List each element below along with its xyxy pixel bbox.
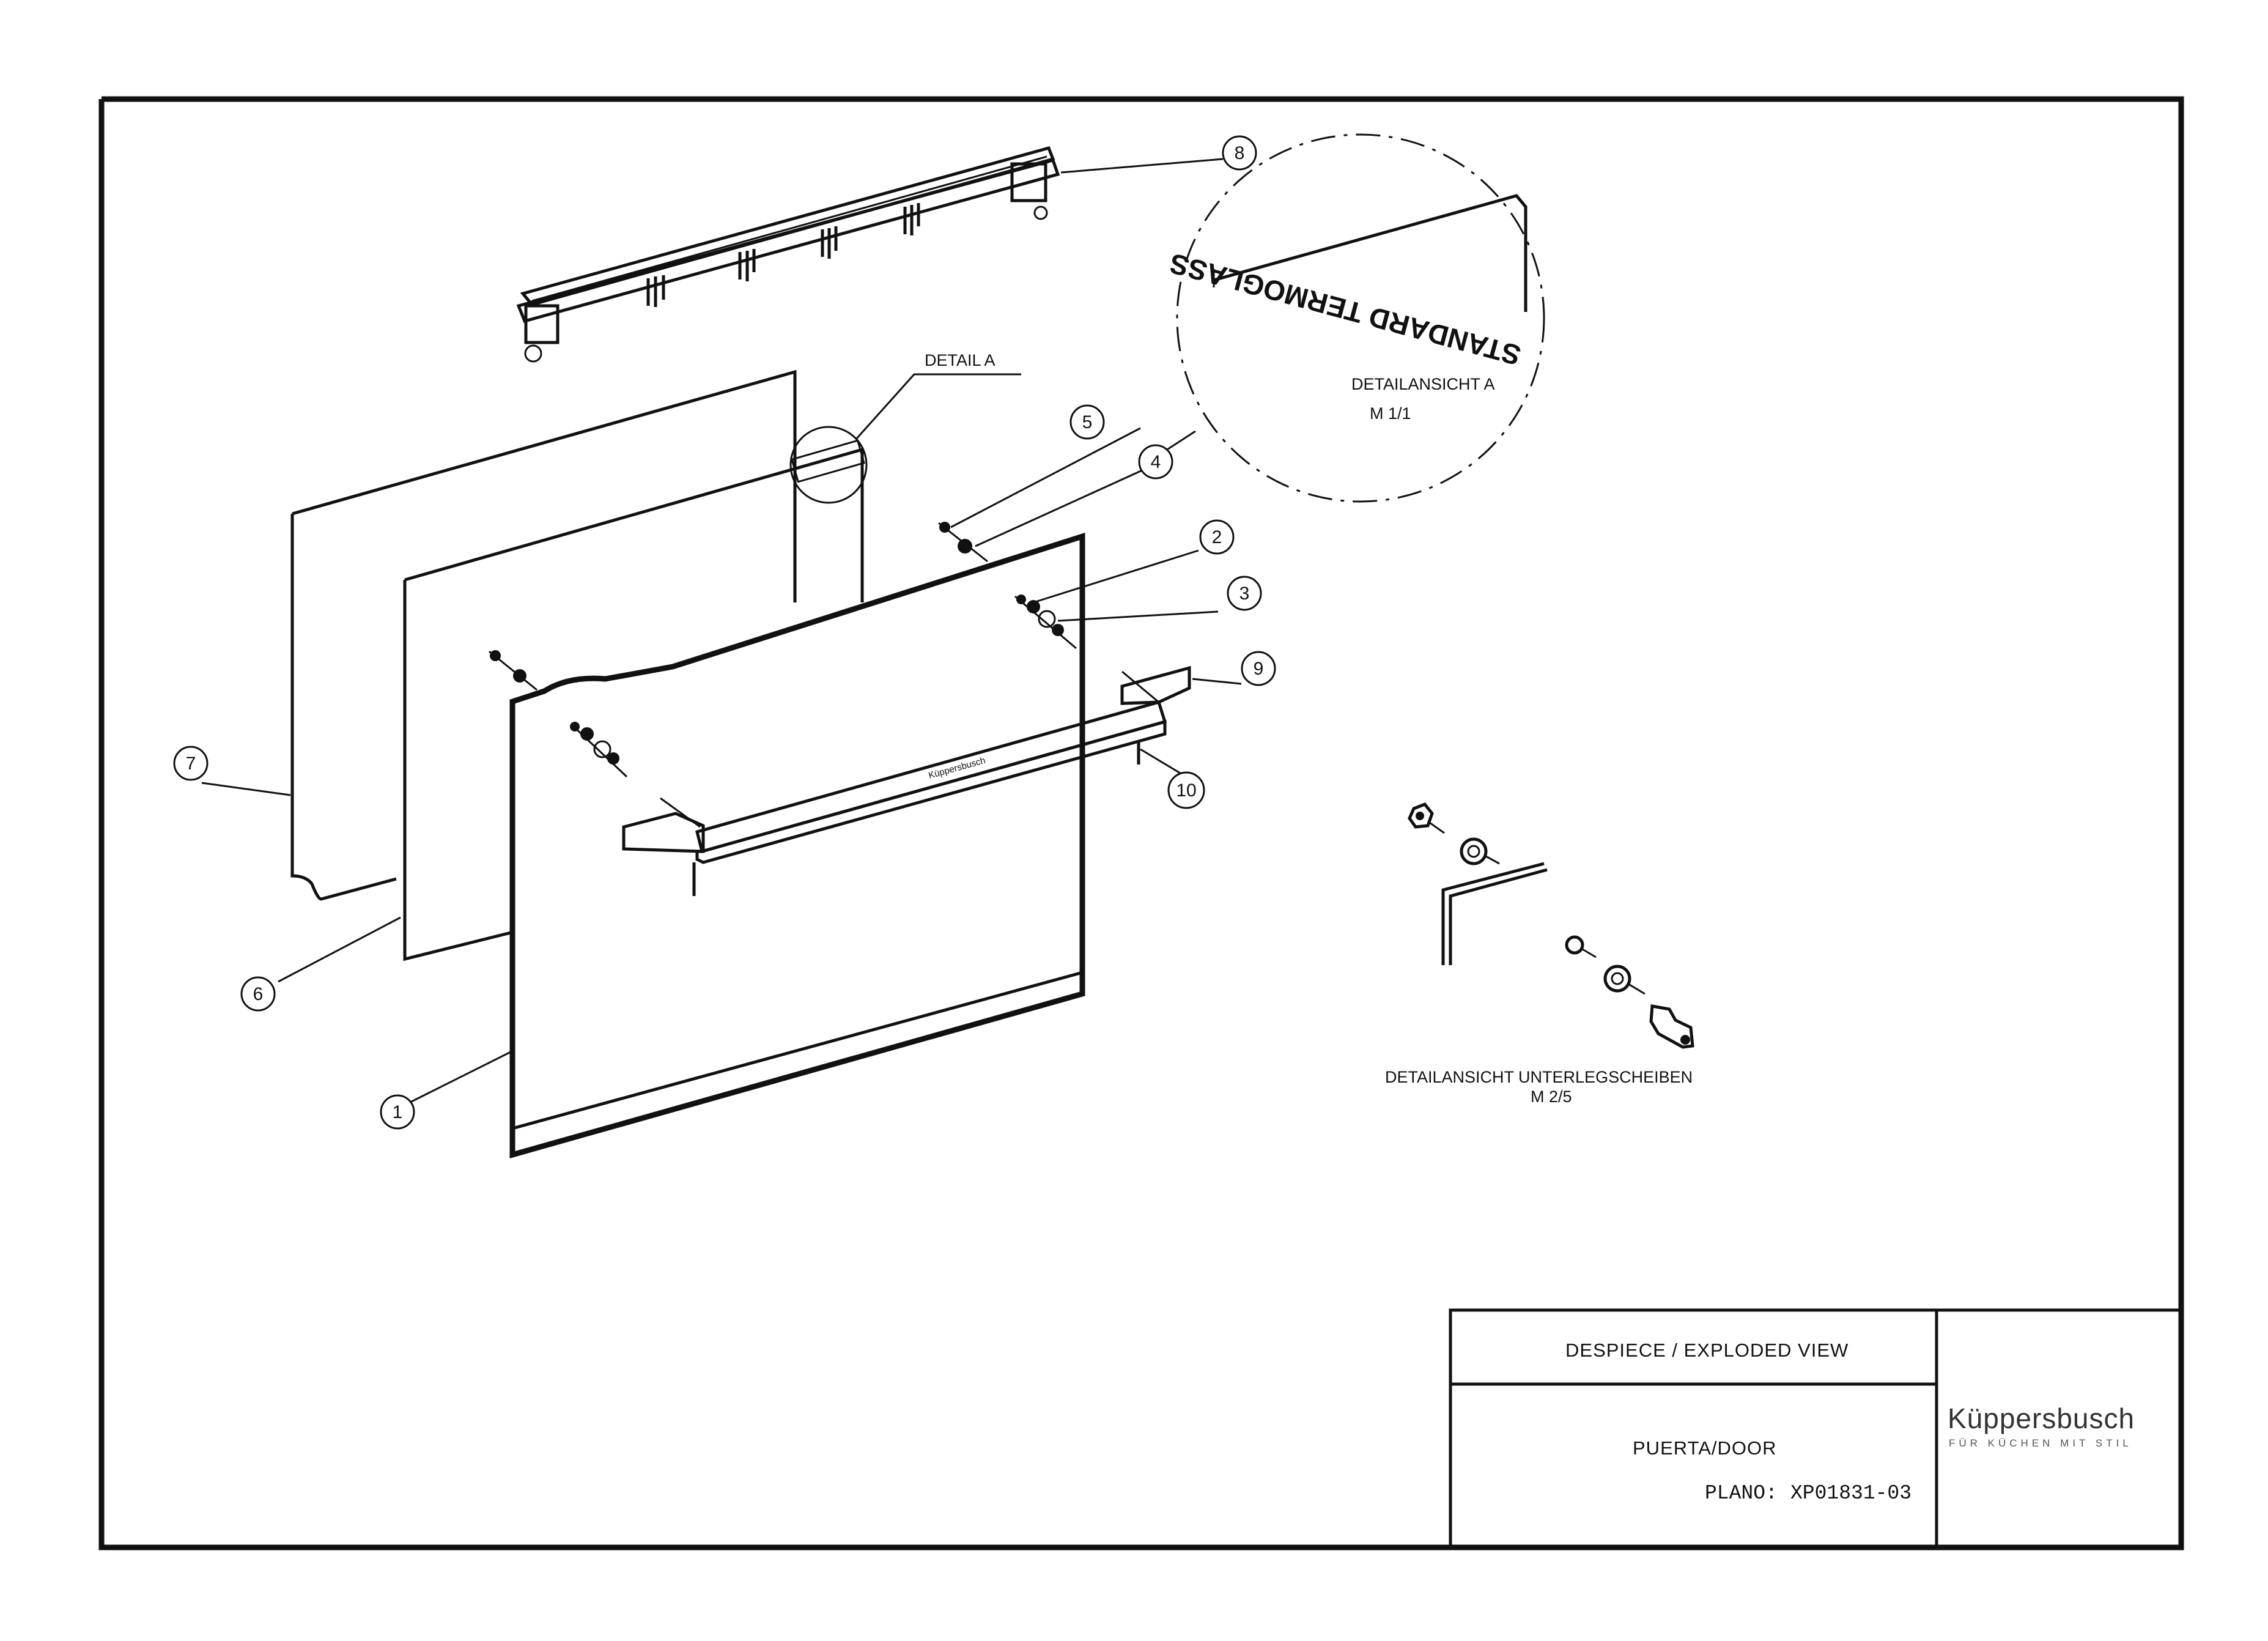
svg-text:9: 9 bbox=[1254, 659, 1264, 679]
balloon-1: 1 bbox=[380, 1094, 415, 1130]
balloon-8: 8 bbox=[1222, 135, 1257, 171]
door-handle-bar: Küppersbusch bbox=[622, 665, 1191, 896]
svg-text:7: 7 bbox=[186, 754, 196, 774]
detail-view-a: STANDARD TERMOGLASS DETAILANSICHT A M 1/… bbox=[1166, 133, 1545, 503]
detail-stamp-text: STANDARD TERMOGLASS bbox=[1166, 247, 1524, 371]
plano-number: XP01831-03 bbox=[1790, 1482, 1912, 1505]
washer-detail-view: DETAILANSICHT UNTERLEGSCHEIBEN M 2/5 bbox=[1385, 802, 1694, 1106]
balloon-4: 4 bbox=[1138, 444, 1173, 480]
balloon-leaders bbox=[201, 158, 1242, 1105]
fastener-set-left bbox=[489, 650, 628, 778]
svg-text:3: 3 bbox=[1239, 583, 1250, 604]
detail-a-callout: DETAIL A bbox=[789, 351, 1021, 504]
middle-glass-panel bbox=[403, 439, 865, 961]
drawing-frame bbox=[98, 96, 2184, 1550]
svg-text:8: 8 bbox=[1235, 143, 1245, 163]
washer-detail-title: DETAILANSICHT UNTERLEGSCHEIBEN bbox=[1385, 1068, 1693, 1086]
balloon-2: 2 bbox=[1199, 519, 1235, 555]
svg-text:5: 5 bbox=[1082, 412, 1093, 432]
top-trim-strip-part bbox=[516, 146, 1060, 363]
detail-a-label: DETAIL A bbox=[925, 351, 995, 369]
front-door-panel bbox=[509, 532, 1085, 1158]
view-title: DESPIECE / EXPLODED VIEW bbox=[1565, 1339, 1849, 1361]
detail-a-scale: M 1/1 bbox=[1370, 404, 1411, 423]
plano-label: PLANO: bbox=[1705, 1482, 1778, 1505]
detail-a-view-title: DETAILANSICHT A bbox=[1351, 375, 1495, 393]
balloon-5: 5 bbox=[1069, 404, 1105, 440]
balloon-9: 9 bbox=[1241, 651, 1276, 686]
brand-logo-name: Küppersbusch bbox=[1948, 1402, 2135, 1434]
svg-text:4: 4 bbox=[1151, 452, 1161, 472]
svg-text:10: 10 bbox=[1176, 780, 1196, 801]
brand-logo: Küppersbusch FÜR KÜCHEN MIT STIL bbox=[1948, 1402, 2135, 1449]
balloon-10: 10 bbox=[1167, 771, 1205, 809]
balloon-3: 3 bbox=[1227, 576, 1262, 611]
balloon-6: 6 bbox=[240, 976, 276, 1012]
rear-glass-panel bbox=[290, 369, 797, 901]
balloon-7: 7 bbox=[173, 746, 209, 781]
svg-text:6: 6 bbox=[253, 984, 264, 1004]
brand-logo-tagline: FÜR KÜCHEN MIT STIL bbox=[1949, 1437, 2132, 1449]
svg-text:1: 1 bbox=[393, 1102, 403, 1122]
svg-text:2: 2 bbox=[1212, 527, 1222, 547]
fastener-set-right bbox=[938, 522, 1077, 650]
title-block: DESPIECE / EXPLODED VIEW PUERTA/DOOR PLA… bbox=[1449, 1308, 2183, 1549]
part-name: PUERTA/DOOR bbox=[1633, 1437, 1777, 1459]
washer-detail-scale: M 2/5 bbox=[1531, 1087, 1572, 1106]
